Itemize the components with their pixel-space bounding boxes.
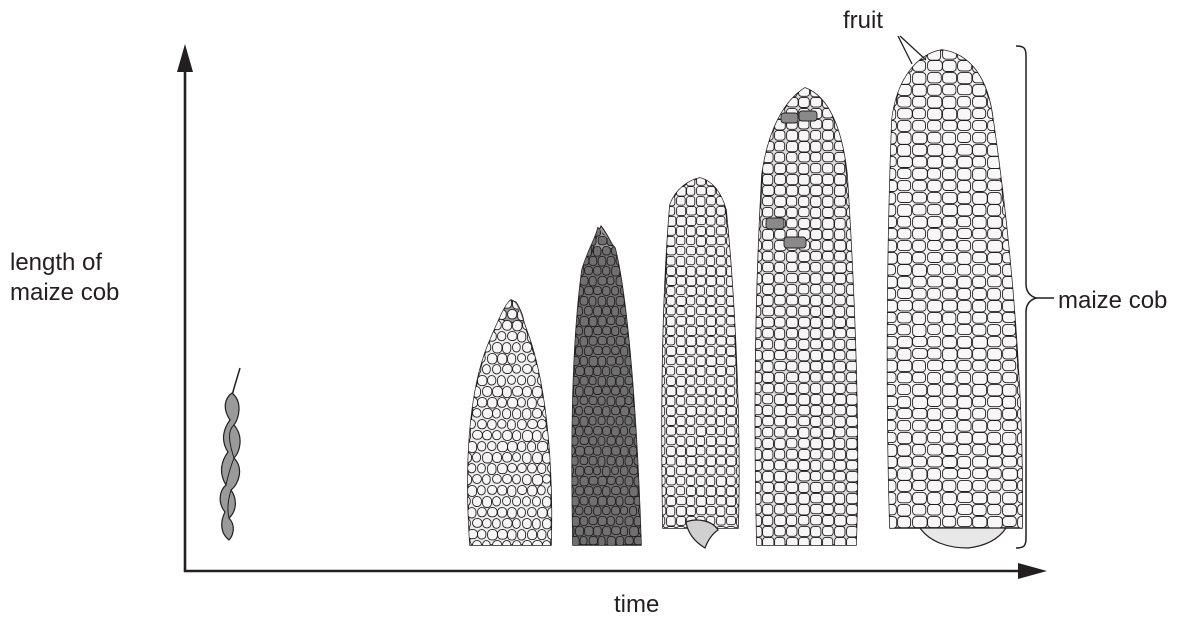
cob-stage-3	[562, 226, 652, 556]
cob-modern	[883, 49, 1033, 548]
y-axis-label-line-1: length of	[10, 248, 119, 278]
cob-ancestor	[220, 368, 240, 540]
y-axis	[177, 44, 193, 572]
cob-stage-2	[458, 299, 563, 552]
fruit-label: fruit	[843, 6, 883, 36]
cob-stage-5	[751, 87, 870, 548]
maize-cob-label: maize cob	[1058, 286, 1167, 316]
cob-stage-4	[657, 177, 746, 548]
x-axis	[184, 563, 1047, 579]
y-axis-label-line-2: maize cob	[10, 278, 119, 308]
x-axis-label: time	[614, 590, 659, 620]
y-axis-label: length of maize cob	[10, 248, 119, 308]
